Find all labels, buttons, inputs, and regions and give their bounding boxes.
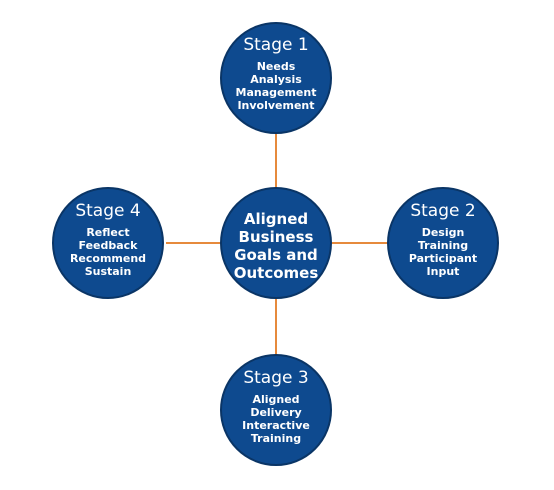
- stage-3-line-4: Training: [251, 432, 301, 445]
- stage-4-line-2: Feedback: [79, 239, 139, 252]
- stage-4-line-3: Recommend: [70, 252, 146, 265]
- center-line-3: Goals and: [234, 246, 318, 264]
- stage-3-line-1: Aligned: [252, 393, 299, 406]
- stage-1-line-4: Involvement: [237, 99, 314, 112]
- center-line-4: Outcomes: [234, 264, 319, 282]
- stage-4-line-1: Reflect: [86, 226, 129, 239]
- stage-2-circle: [387, 187, 499, 299]
- stage-3-line-3: Interactive: [242, 419, 310, 432]
- stage-2-line-2: Training: [418, 239, 468, 252]
- stage-4-line-4: Sustain: [85, 265, 132, 278]
- stage-1-line-3: Management: [236, 86, 317, 99]
- center-node: Aligned Business Goals and Outcomes: [220, 187, 332, 299]
- stage-4-node: Stage 4 Reflect Feedback Recommend Susta…: [52, 187, 164, 299]
- stage-1-line-1: Needs: [257, 60, 296, 73]
- stage-2-node: Stage 2 Design Training Participant Inpu…: [387, 187, 499, 299]
- center-circle: [220, 187, 332, 299]
- stage-1-title: Stage 1: [243, 35, 308, 55]
- stage-3-title: Stage 3: [243, 368, 308, 388]
- stage-3-circle: [220, 354, 332, 466]
- stage-3-node: Stage 3 Aligned Delivery Interactive Tra…: [220, 354, 332, 466]
- stage-4-title: Stage 4: [75, 201, 140, 221]
- stage-1-node: Stage 1 Needs Analysis Management Involv…: [220, 22, 332, 134]
- center-line-1: Aligned: [244, 210, 308, 228]
- stage-4-circle: [52, 187, 164, 299]
- stage-1-circle: [220, 22, 332, 134]
- stage-2-line-3: Participant: [409, 252, 477, 265]
- stage-2-title: Stage 2: [410, 201, 475, 221]
- stage-3-line-2: Delivery: [250, 406, 301, 419]
- stage-2-line-1: Design: [422, 226, 465, 239]
- stage-2-line-4: Input: [427, 265, 460, 278]
- center-line-2: Business: [239, 228, 314, 246]
- stage-1-line-2: Analysis: [250, 73, 302, 86]
